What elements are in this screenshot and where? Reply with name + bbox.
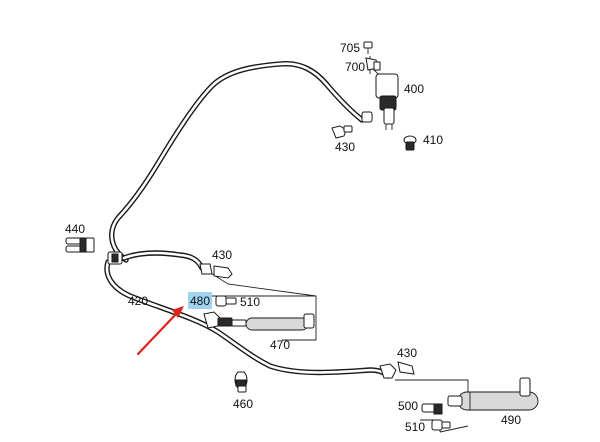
label-510: 510 — [240, 295, 260, 309]
part-510-screw — [215, 295, 237, 307]
part-500-connector — [421, 403, 443, 415]
label-420: 420 — [128, 294, 148, 308]
label-490: 490 — [501, 413, 521, 427]
pointer-arrow — [136, 306, 184, 356]
part-470-nozzle — [203, 311, 315, 331]
part-700-connector — [365, 57, 381, 71]
label-470: 470 — [270, 338, 290, 352]
label-700: 700 — [345, 60, 365, 74]
hose-junction-left — [107, 251, 123, 265]
label-400: 400 — [404, 82, 424, 96]
leader-lines — [205, 56, 469, 433]
part-430-elbow-middle — [199, 263, 233, 279]
hose-lines — [104, 61, 391, 379]
part-460-clip — [234, 371, 248, 393]
label-510-lower: 510 — [405, 420, 425, 434]
label-705: 705 — [340, 41, 360, 55]
label-430-middle: 430 — [212, 248, 232, 262]
label-480: 480 — [190, 294, 210, 308]
part-430-elbow-lower — [379, 361, 415, 379]
part-labels: 705 700 400 430 410 440 430 420 480 510 … — [65, 41, 521, 434]
part-400-pump — [361, 73, 399, 130]
part-705-cap — [363, 41, 373, 54]
label-500: 500 — [398, 399, 418, 413]
part-410-grommet — [403, 135, 417, 151]
part-430-elbow-top — [331, 125, 353, 139]
part-490-cylinder — [447, 377, 539, 411]
label-460: 460 — [233, 397, 253, 411]
highlight-480 — [188, 292, 212, 309]
label-430-top: 430 — [335, 140, 355, 154]
label-430-lower: 430 — [397, 346, 417, 360]
label-440: 440 — [65, 222, 85, 236]
label-410: 410 — [423, 133, 443, 147]
part-440-connectors — [65, 237, 95, 253]
part-510-screw-lower — [431, 419, 451, 431]
